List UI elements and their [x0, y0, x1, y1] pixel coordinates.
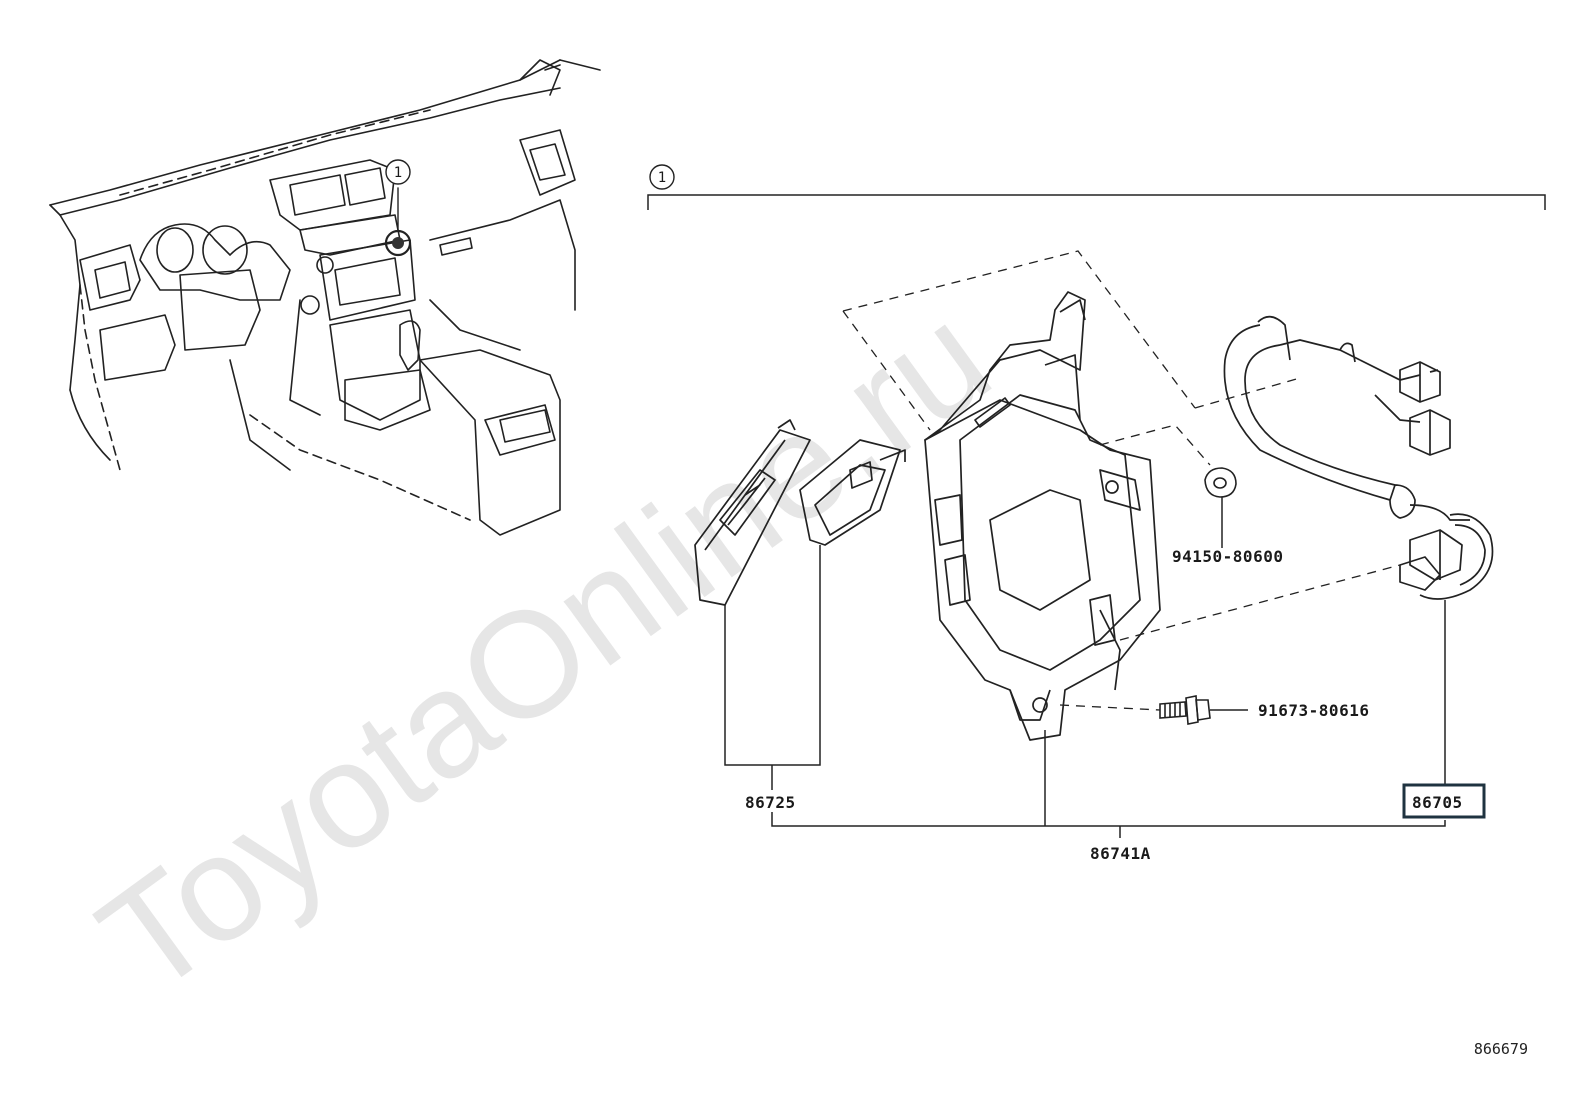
part-label-86705[interactable]: 86705 — [1412, 793, 1463, 812]
ecu-module — [924, 291, 1161, 741]
part-label-86741A[interactable]: 86741A — [1090, 844, 1151, 863]
highlight-box-86705 — [1402, 783, 1486, 819]
wire-harness — [1223, 315, 1494, 600]
watermark: ToyotaOnline.ru — [70, 272, 1019, 1025]
alignment-lines — [842, 250, 1401, 711]
part-label-86725[interactable]: 86725 — [745, 793, 796, 812]
assembly-bracket — [647, 194, 1546, 210]
dashboard-illustration — [49, 59, 601, 536]
diagram-id: 866679 — [1474, 1040, 1528, 1058]
leader-lines — [724, 497, 1446, 838]
part-label-94150-80600[interactable]: 94150-80600 — [1172, 547, 1283, 566]
callout-1-assembly: 1 — [649, 164, 675, 190]
bolt — [1159, 695, 1211, 725]
callout-1-dashboard: 1 — [385, 159, 411, 185]
part-label-91673-80616[interactable]: 91673-80616 — [1258, 701, 1369, 720]
nut — [1204, 467, 1237, 498]
circuit-board — [694, 419, 906, 606]
callout-1-assembly-label: 1 — [658, 170, 666, 186]
callout-1-dashboard-label: 1 — [394, 165, 402, 181]
